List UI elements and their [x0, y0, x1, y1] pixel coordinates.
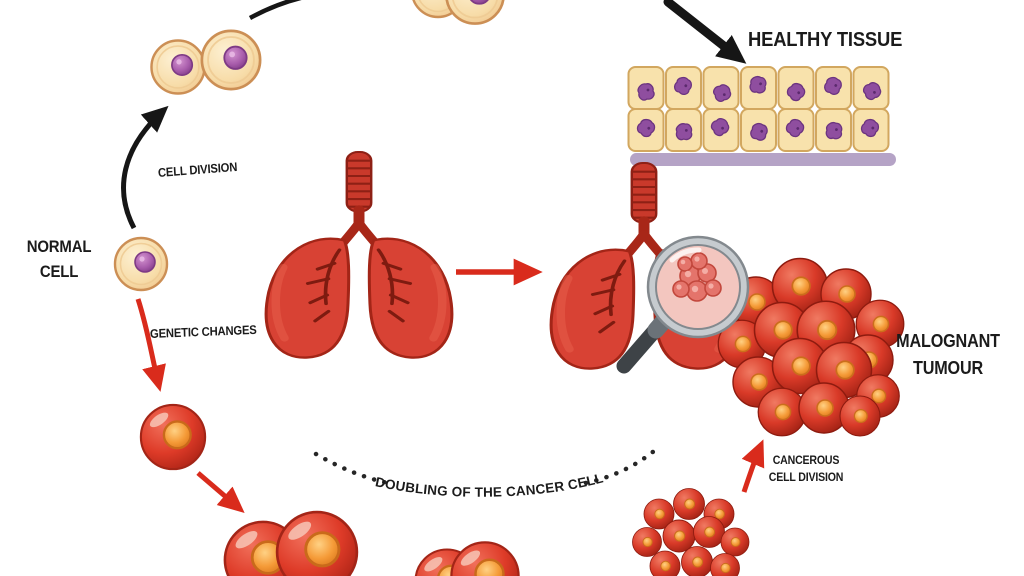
label-doubling-of-cancer-cell: DOUBLING OF THE CANCER CELL: [374, 470, 605, 499]
arrow-genetic-changes: [135, 298, 166, 392]
dividing-normal-cell-2: [200, 29, 262, 91]
healthy-tissue-illustration: [627, 66, 896, 166]
dividing-cancer-cell-2: [275, 510, 359, 576]
arc-cycle-top: [248, 0, 302, 20]
label-cancerous-cell-division: CANCEROUS CELL DIVISION: [768, 455, 844, 485]
normal-cell-illustration: [113, 236, 169, 292]
dividing-normal-cell-1: [150, 39, 206, 95]
label-doubling-of-cancer-cell-text: DOUBLING OF THE CANCER CELL: [374, 470, 605, 499]
dotted-arc-left: [313, 451, 395, 487]
label-normal-cell: NORMAL CELL: [26, 237, 92, 281]
arrow-cancer-division-start: [196, 471, 245, 513]
magnified-cancer-cells: [672, 252, 722, 302]
arrow-cell-division: [121, 105, 169, 230]
label-healthy-tissue: HEALTHY TISSUE: [748, 29, 903, 51]
magnifier-icon: [616, 235, 750, 374]
mutated-cell-illustration: [139, 403, 207, 471]
arrow-cancerous-cell-division: [741, 439, 765, 493]
top-normal-cell-2: [445, 0, 505, 25]
cancer-cell-cluster-illustration: [632, 488, 750, 576]
healthy-lungs-illustration: [266, 152, 452, 358]
arrow-to-healthy-tissue: [663, 0, 747, 64]
tissue-base: [630, 153, 896, 166]
label-malignant-tumour: MALOGNANT TUMOUR: [896, 331, 1000, 378]
bottom-cancer-cell-2: [450, 541, 520, 576]
